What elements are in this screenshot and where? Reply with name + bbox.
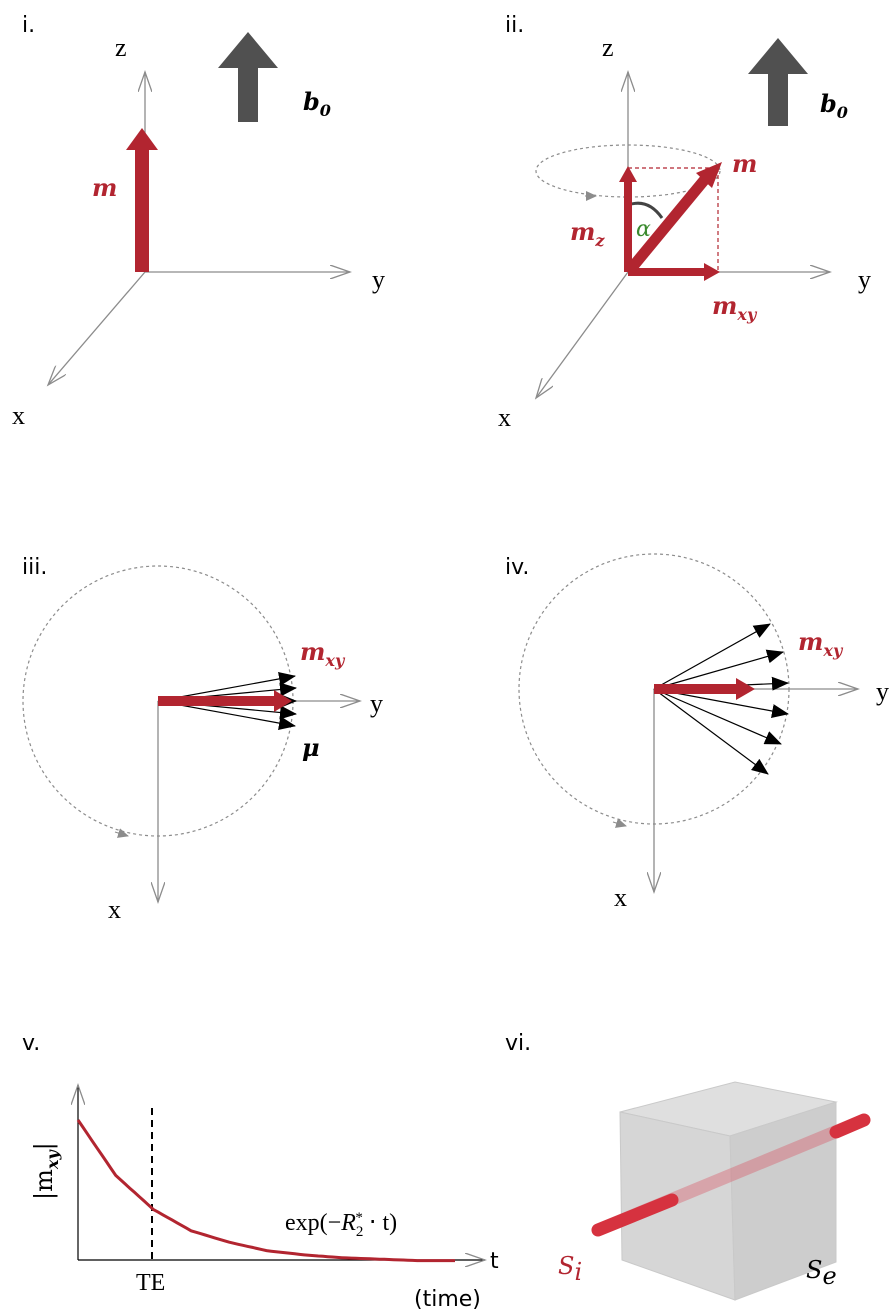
y-axis-label: y <box>370 689 383 718</box>
mxy-vector-head <box>274 690 292 712</box>
axon-cylinder <box>591 1113 871 1237</box>
alpha-label: α <box>636 217 651 242</box>
x-axis-label: x <box>498 403 511 432</box>
si-label: Si <box>558 1252 582 1286</box>
decay-curve <box>76 1119 455 1263</box>
x-axis-label-t: t <box>490 1249 499 1274</box>
spin-vectors <box>653 623 789 775</box>
mz-vector-head <box>619 166 637 182</box>
z-axis-label: z <box>602 33 614 62</box>
x-axis <box>48 271 146 385</box>
mxy-vector-shaft <box>158 696 276 706</box>
panel-ii: ii. z y x α m mz mxy b0 <box>498 13 871 432</box>
y-axis-label: y <box>858 265 871 294</box>
precession-path <box>535 144 721 198</box>
m-vector-shaft <box>625 174 711 274</box>
mz-vector-shaft <box>624 180 632 272</box>
mxy-label: mxy <box>798 627 844 660</box>
b0-label: b0 <box>303 87 331 120</box>
b0-arrow <box>218 32 278 122</box>
x-axis <box>536 271 629 398</box>
panel-v: v. TE t (time) |mxy| exp(−R2* ⋅ t) <box>22 1031 499 1312</box>
y-axis-label: y <box>372 265 385 294</box>
se-label: Se <box>806 1256 837 1290</box>
x-axis-label-time: (time) <box>414 1287 481 1312</box>
y-axis-label: |mxy| <box>30 1142 62 1200</box>
cube-front-face <box>619 1111 736 1301</box>
panel-vi: vi. Si Se <box>505 1031 871 1301</box>
mz-label: mz <box>570 217 605 250</box>
x-axis-label: x <box>614 883 627 912</box>
panel-i-label: i. <box>22 13 35 38</box>
cylinder-right-end <box>829 1113 871 1139</box>
te-label: TE <box>136 1270 165 1296</box>
spin-vector <box>653 623 771 690</box>
m-vector-label: m <box>92 173 117 202</box>
rotation-direction-arrow <box>612 818 627 828</box>
panel-vi-label: vi. <box>505 1031 531 1056</box>
m-vector-label: m <box>732 149 757 178</box>
z-axis-label: z <box>115 33 127 62</box>
spin-vector <box>653 688 782 745</box>
m-vector-head <box>126 128 158 150</box>
b0-label: b0 <box>820 89 848 122</box>
x-axis-label: x <box>108 895 121 924</box>
mxy-vector-head <box>704 263 720 281</box>
spin-vector <box>653 649 784 690</box>
m-vector-shaft <box>135 148 149 272</box>
panel-ii-label: ii. <box>505 13 524 38</box>
cylinder-left-end <box>591 1193 679 1237</box>
panel-i: i. z y x m b0 <box>12 13 385 430</box>
panel-iii: iii. y x mxy μ <box>22 555 383 924</box>
mu-label: μ <box>302 733 320 762</box>
cube-side-face <box>729 1101 837 1301</box>
mxy-label: mxy <box>712 291 758 324</box>
alpha-angle-arc <box>627 201 664 219</box>
mxy-vector-head <box>736 678 755 700</box>
mxy-label: mxy <box>300 637 346 670</box>
y-axis-label: y <box>876 677 889 706</box>
voxel-cube <box>619 1081 838 1301</box>
mxy-vector-shaft <box>628 268 706 276</box>
rotation-direction-arrow <box>114 828 129 838</box>
panel-iv-label: iv. <box>505 555 529 580</box>
panel-iii-label: iii. <box>22 555 47 580</box>
decay-formula: exp(−R2* ⋅ t) <box>285 1210 397 1240</box>
spin-vector <box>653 688 769 775</box>
b0-arrow <box>748 38 808 126</box>
m-vector-head <box>696 162 722 188</box>
panel-iv: iv. y x mxy <box>505 553 889 912</box>
panel-v-label: v. <box>22 1031 40 1056</box>
mxy-vector-shaft <box>654 684 738 694</box>
x-axis-label: x <box>12 401 25 430</box>
